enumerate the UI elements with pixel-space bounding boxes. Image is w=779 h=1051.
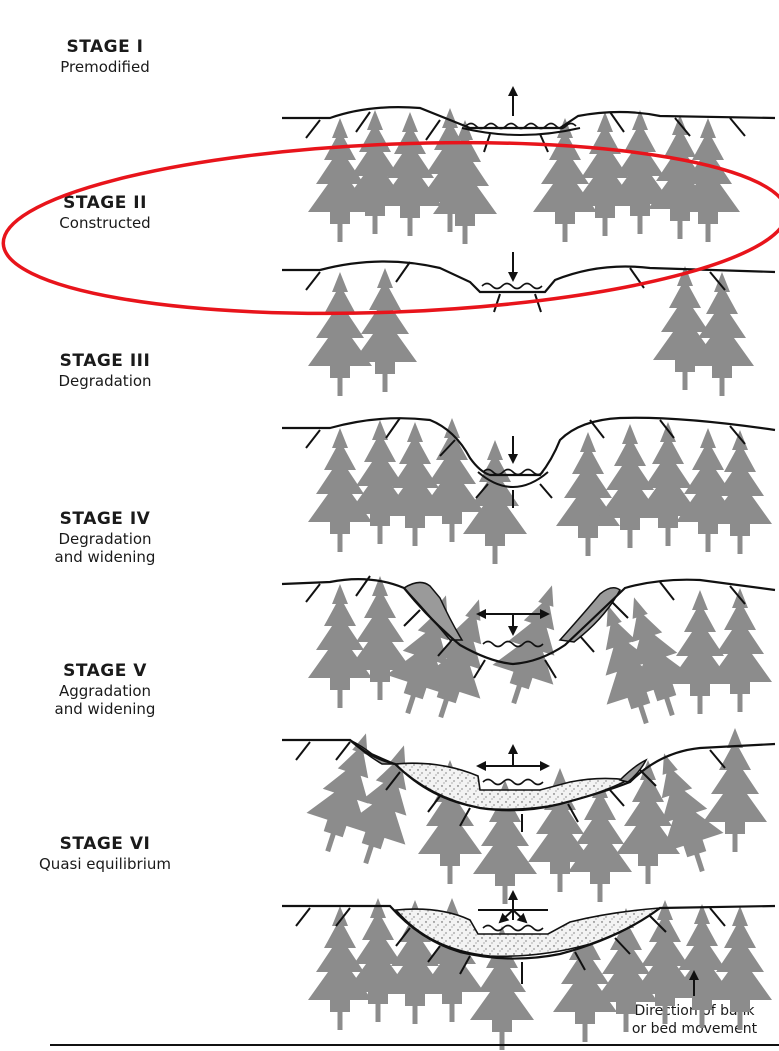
ground-line (282, 106, 776, 130)
stage-description: and widening (54, 548, 156, 566)
ground-line (281, 578, 776, 666)
stage-description: Aggradation (58, 682, 152, 700)
stage-title: STAGE IV (59, 509, 151, 529)
stage-description: Constructed (59, 214, 151, 232)
stage-description: Degradation (58, 530, 152, 548)
ground-line (282, 904, 776, 960)
stage-1-diagram (282, 86, 776, 244)
channel-bed (461, 127, 581, 136)
ground-line (282, 416, 776, 477)
highlight-ellipse (1, 140, 779, 316)
ground-line (282, 260, 776, 294)
stage-title: STAGE II (63, 193, 147, 213)
stage-description: Quasi equilibrium (39, 855, 171, 873)
stage-description: Premodified (60, 58, 150, 76)
water-surface (482, 778, 544, 786)
water-surface (482, 640, 544, 648)
sediment-deposit (393, 762, 631, 811)
stage-5-diagram (282, 723, 776, 904)
stage-6-label: STAGE VI Quasi equilibrium (0, 833, 210, 873)
stage-4-label: STAGE IV Degradation and widening (0, 508, 210, 566)
stage-3-diagram (282, 416, 776, 564)
stage-title: STAGE V (63, 661, 147, 681)
tree-icon (690, 272, 754, 396)
water-surface (482, 924, 544, 932)
stage-2-label: STAGE II Constructed (0, 192, 210, 232)
stage-description: Degradation (58, 372, 152, 390)
bank-deposit (558, 587, 621, 643)
stage-3-label: STAGE III Degradation (0, 350, 210, 390)
stage-2-diagram (1, 140, 779, 396)
water-surface (465, 122, 577, 130)
tree-icon (556, 432, 620, 556)
stage-title: STAGE I (66, 37, 144, 57)
tree-icon (353, 268, 417, 392)
ground-hatching (295, 741, 726, 832)
legend-line-2: or bed movement (631, 1021, 758, 1037)
ground-hatching (305, 111, 746, 153)
tree-icon (308, 428, 372, 552)
stage-5-label: STAGE V Aggradation and widening (0, 660, 210, 718)
tree-icon (308, 906, 372, 1030)
stage-title: STAGE III (59, 351, 151, 371)
channel-bed (477, 471, 549, 488)
stage-4-diagram (281, 575, 776, 734)
tree-icon (533, 118, 597, 242)
stage-title: STAGE VI (59, 834, 151, 854)
stage-6-diagram (282, 890, 776, 1050)
ground-hatching (295, 907, 726, 984)
stage-description: and widening (54, 700, 156, 718)
water-surface (481, 282, 543, 290)
ground-hatching (305, 575, 746, 679)
arrow-down-icon (498, 909, 514, 924)
bank-deposit (618, 758, 648, 783)
tree-icon (308, 584, 372, 708)
arrow-down-icon (512, 909, 528, 924)
stage-1-label: STAGE I Premodified (0, 36, 210, 76)
water-surface (482, 468, 544, 476)
ground-hatching (305, 417, 746, 508)
